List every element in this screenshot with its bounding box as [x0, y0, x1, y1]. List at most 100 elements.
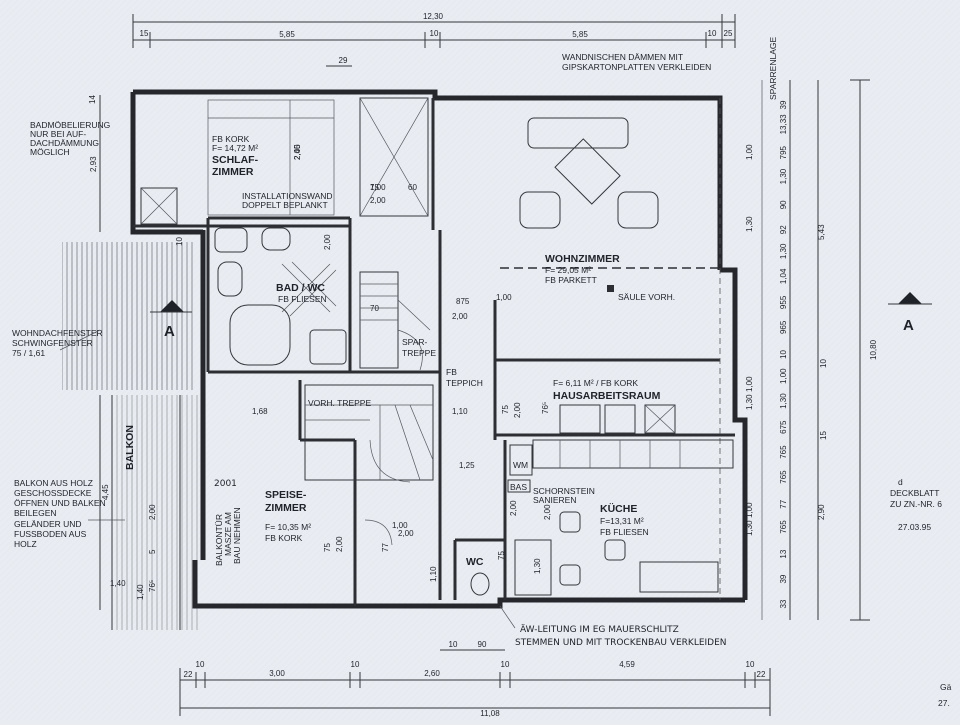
dim-left-c: 4,45: [101, 484, 110, 500]
schlaf-name-2: ZIMMER: [212, 166, 254, 178]
dim-top-f: 25: [724, 29, 733, 38]
dim-top-b: 5,85: [279, 30, 295, 39]
dim-right-inner-3: 1,30: [779, 168, 788, 184]
dim-bottom-i: 22: [757, 670, 766, 679]
vorh-treppe-label: VORH. TREPPE: [308, 398, 371, 408]
dim-top-total: 12,30: [423, 12, 444, 21]
dim-bottom-a: 22: [184, 670, 193, 679]
sparrenlage-label: SPARRENLAGE: [768, 37, 778, 100]
dim-interior-22: 2,00: [509, 500, 518, 516]
dim-right-second-0: 1,00: [745, 144, 754, 160]
dim-top-e: 10: [708, 29, 717, 38]
dim-bottom-c: 3,00: [269, 669, 285, 678]
schlaf-name-1: SCHLAF-: [212, 154, 259, 166]
dim-interior-29: 2,00: [293, 144, 302, 160]
schlaf-floor: FB KORK: [212, 134, 250, 144]
balkon-holz-1: BALKON AUS HOLZ: [14, 478, 93, 488]
flur-floor-2: TEPPICH: [446, 378, 483, 388]
dim-right-inner-8: 955: [779, 295, 788, 309]
corner-text-1: Gä: [940, 682, 952, 692]
dim-interior-0: 2,45: [293, 144, 302, 160]
wc-name: WC: [466, 556, 484, 568]
dim-interior-26: 76⁵: [148, 580, 157, 592]
deckblatt-d: d: [898, 477, 903, 487]
wohn-area: F= 29,05 M²: [545, 265, 591, 275]
schlaf-area: F= 14,72 M²: [212, 143, 258, 153]
dim-interior-28: 76⁵: [541, 402, 550, 414]
wohndach-3: 75 / 1,61: [12, 348, 45, 358]
dim-right-inner-11: 1,00: [779, 368, 788, 384]
dim-interior-2: 2,00: [370, 196, 386, 205]
coffee-table: [554, 138, 621, 205]
armchair-left: [519, 191, 561, 229]
wohn-floor: FB PARKETT: [545, 275, 597, 285]
balkon-holz-7: HOLZ: [14, 539, 37, 549]
bad-wc: BAD / WC FB FLIESEN: [214, 227, 347, 366]
roof-hatch-left: [62, 242, 194, 390]
dim-right-inner-10: 10: [779, 350, 788, 359]
balkon: BALKON BALKONTÜR MASZE AM BAU NEHMEN: [111, 395, 242, 630]
section-marker-right: A: [888, 292, 932, 334]
dim-right-inner-7: 1,04: [779, 268, 788, 284]
dim-interior-19: 1,30: [533, 558, 542, 574]
schornstein-2: SANIEREN: [533, 495, 576, 505]
speise-name-1: SPEISE-: [265, 489, 307, 501]
dim-interior-20: 1,10: [429, 566, 438, 582]
dim-interior-16: 75: [323, 543, 332, 552]
schornstein-1: SCHORNSTEIN: [533, 486, 595, 496]
dim-bottom-h: 10: [746, 660, 755, 669]
wohndach-2: SCHWINGFENSTER: [12, 338, 93, 348]
dim-interior-10: 1,10: [452, 407, 468, 416]
right-dimension-chains: 10,80 5,43 2,90 15 10 SPARRENLAGE: [761, 37, 878, 621]
dim-bottom-d: 10: [351, 660, 360, 669]
speise-floor: FB KORK: [265, 533, 303, 543]
aw-note-1: ÄW-LEITUNG IM EG MAUERSCHLITZ: [520, 624, 679, 635]
dim-interior-11: 1,25: [459, 461, 475, 470]
dim-interior-12: 75: [501, 405, 510, 414]
dim-left-e: 1,40: [136, 584, 145, 600]
dim-interior-17: 2,00: [335, 536, 344, 552]
saeule-label: SÄULE VORH.: [618, 292, 675, 302]
dim-interior-3: 60: [408, 183, 417, 192]
balkontuer-3: BAU NEHMEN: [232, 507, 242, 564]
dim-right-inner-12: 1,30: [779, 393, 788, 409]
dim-right-second-1: 1,30: [745, 216, 754, 232]
dim-bottom-k: 90: [478, 640, 487, 649]
dim-right-inner-15: 765: [779, 470, 788, 484]
dim-interior-30: 1,00: [370, 183, 386, 192]
kueche-area: F=13,31 M²: [600, 516, 644, 526]
dim-interior-8: 70: [370, 304, 379, 313]
spartreppe-1: SPAR-: [402, 337, 428, 347]
hand-2001: 2001: [214, 479, 237, 489]
dim-interior-24: 2,00: [148, 504, 157, 520]
dim-interior-13: 2,00: [513, 402, 522, 418]
dim-right-second-3: 1,30: [745, 394, 754, 410]
balkon-holz-5: GELÄNDER UND: [14, 519, 82, 529]
dim-interior-9: 1,68: [252, 407, 268, 416]
wohnzimmer: WOHNZIMMER F= 29,05 M² FB PARKETT SÄULE …: [519, 117, 675, 302]
bathtub: [229, 304, 291, 366]
kueche-name: KÜCHE: [600, 502, 637, 515]
flur-floor-1: FB: [446, 367, 457, 377]
spartreppe-2: TREPPE: [402, 348, 436, 358]
right-inner-dims: 3913,337951,3090921,301,04955965101,001,…: [779, 100, 788, 608]
dim-right-inner-14: 765: [779, 445, 788, 459]
balcony-hatch: [113, 395, 201, 630]
dim-interior-21: 75: [497, 551, 506, 560]
badmoeb-1: BADMÖBELIERUNG: [30, 120, 110, 130]
dim-right-inner-20: 33: [779, 599, 788, 608]
dim-right-a: 15: [819, 431, 828, 440]
dim-top-d: 5,85: [572, 30, 588, 39]
dim-right-second-2: 1,00: [745, 376, 754, 392]
har-area: F= 6,11 M² / FB KORK: [553, 378, 638, 388]
dim-left-a: 14: [88, 95, 97, 104]
armchair-right: [617, 191, 659, 229]
dim-right-inner-2: 795: [779, 145, 788, 159]
dim-bottom-total: 11,08: [480, 709, 500, 718]
dim-right-inner-6: 1,30: [779, 243, 788, 259]
dim-right-inner-19: 39: [779, 574, 788, 583]
wohn-name: WOHNZIMMER: [545, 253, 620, 265]
top-dimension-chain: 12,30 15 5,85 10 5,85 10 25 29: [132, 12, 736, 67]
